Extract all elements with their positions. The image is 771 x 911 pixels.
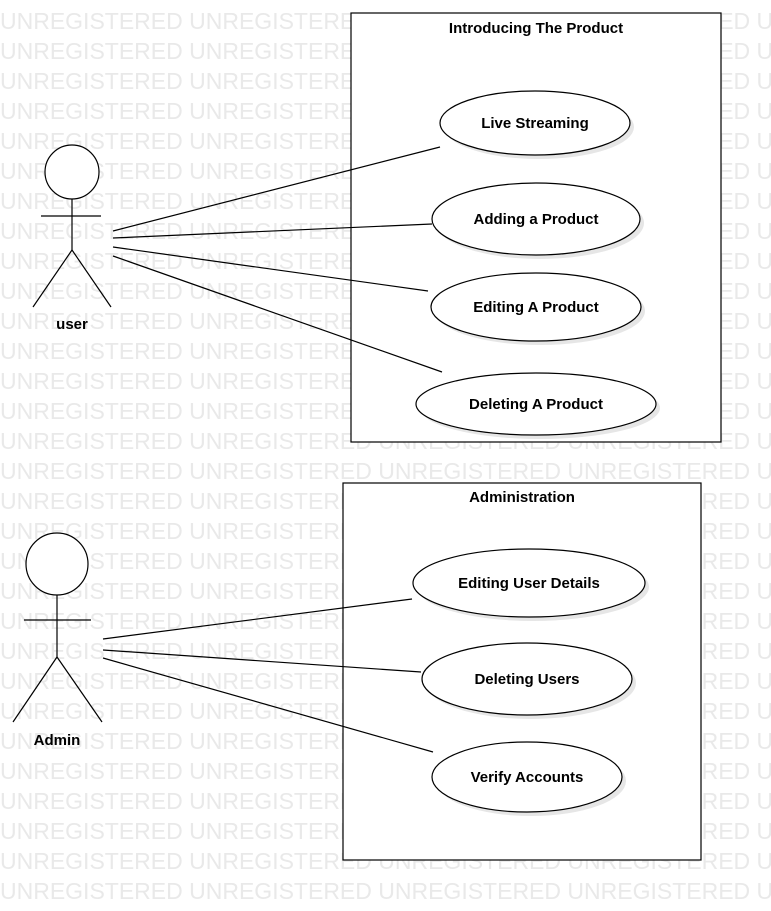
use-case-label: Deleting A Product (469, 396, 603, 413)
use-case-adding-a-product[interactable]: Adding a Product (431, 182, 644, 259)
use-case-label: Adding a Product (474, 211, 599, 228)
watermark-text: UNREGISTERED UNREGISTERED UNREGISTERED U… (0, 458, 771, 484)
use-case-verify-accounts[interactable]: Verify Accounts (431, 741, 626, 816)
actor-head (25, 532, 89, 596)
association-admin-deleting-users[interactable] (102, 649, 422, 673)
use-case-ellipse (412, 548, 646, 618)
actor-label-admin: Admin (34, 732, 81, 749)
use-case-label: Deleting Users (474, 671, 579, 688)
actor-admin[interactable]: Admin (12, 532, 103, 749)
association-admin-editing-user-details[interactable] (102, 598, 413, 640)
association-admin-verify-accounts[interactable] (102, 657, 434, 753)
actor-user[interactable]: user (32, 144, 112, 333)
watermark-text: UNREGISTERED UNREGISTERED UNREGISTERED U… (0, 878, 771, 904)
boundary-title-administration: Administration (469, 489, 575, 506)
use-case-editing-user-details[interactable]: Editing User Details (412, 548, 649, 621)
use-case-editing-a-product[interactable]: Editing A Product (430, 272, 645, 345)
actor-left-leg (32, 249, 73, 308)
use-case-deleting-users[interactable]: Deleting Users (421, 642, 636, 719)
association-user-editing-product[interactable] (112, 246, 429, 292)
use-case-ellipse (415, 372, 657, 436)
use-case-label: Verify Accounts (471, 769, 584, 786)
actor-head (44, 144, 100, 200)
actor-right-leg (71, 249, 112, 308)
use-case-ellipse (431, 182, 641, 256)
use-case-ellipse (439, 90, 631, 156)
actor-right-leg (56, 656, 103, 723)
watermark-text: UNREGISTERED UNREGISTERED UNREGISTERED U… (0, 908, 771, 911)
use-case-deleting-a-product[interactable]: Deleting A Product (415, 372, 660, 439)
association-user-adding-product[interactable] (112, 223, 433, 239)
association-user-live-streaming[interactable] (112, 146, 441, 232)
use-case-live-streaming[interactable]: Live Streaming (439, 90, 634, 159)
use-case-label: Live Streaming (481, 115, 589, 132)
use-case-ellipse (421, 642, 633, 716)
actor-left-leg (12, 656, 58, 723)
boundary-title-product: Introducing The Product (449, 20, 623, 37)
use-case-label: Editing A Product (473, 299, 599, 316)
association-user-deleting-product[interactable] (112, 255, 443, 373)
use-case-ellipse (430, 272, 642, 342)
actor-label-user: user (56, 316, 88, 333)
use-case-ellipse (431, 741, 623, 813)
use-case-label: Editing User Details (458, 575, 600, 592)
